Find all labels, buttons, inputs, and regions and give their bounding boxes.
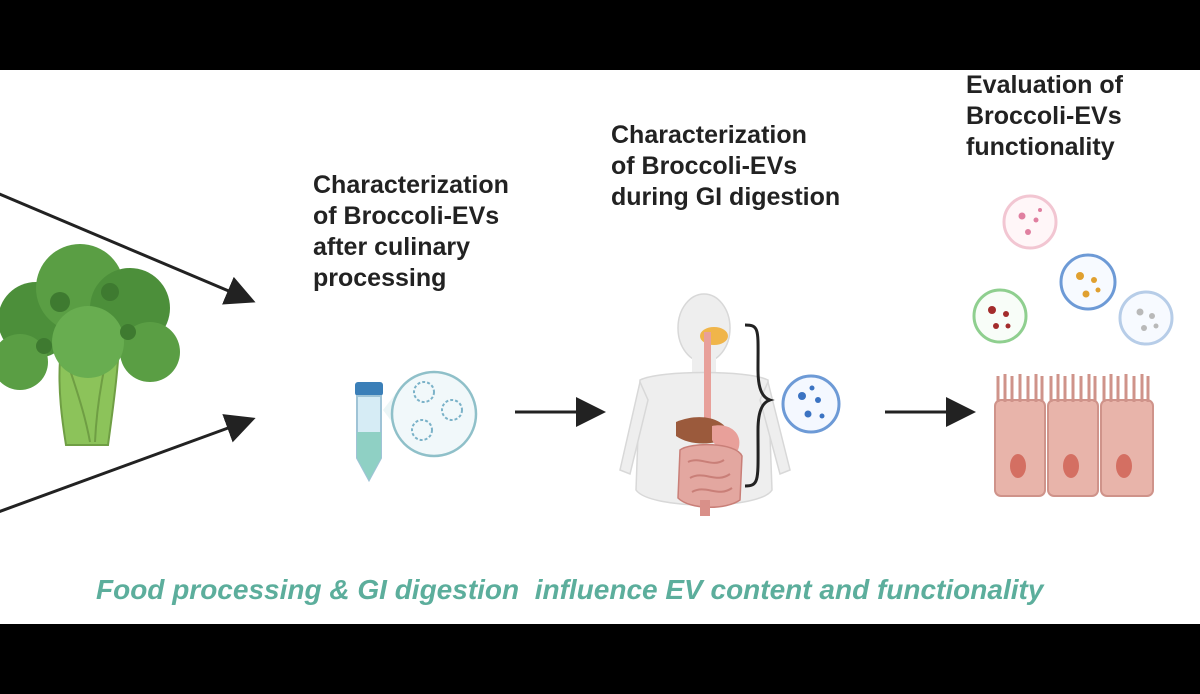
arrow-bottom-left (0, 414, 256, 513)
broccoli-icon (0, 244, 180, 446)
summary-caption: Food processing & GI digestion influence… (96, 574, 1044, 605)
step-label-culinary-processing: Characterization of Broccoli-EVs after c… (313, 171, 509, 292)
illustration-layer (0, 192, 1174, 516)
step-label-gi-digestion: Characterization of Broccoli-EVs during … (611, 121, 841, 211)
step-label-functionality: Evaluation of Broccoli-EVs functionality (966, 71, 1123, 161)
graphical-abstract-panel: Characterization of Broccoli-EVs after c… (0, 70, 1200, 624)
arrow-top-left (0, 192, 256, 305)
digestion-bracket (744, 323, 775, 488)
epithelial-cells-icon (994, 374, 1154, 497)
ev-magnifier-icon (383, 370, 478, 458)
test-tube-icon (355, 382, 383, 483)
ev-vesicle-icon (781, 374, 841, 434)
digestive-system-icon (676, 327, 743, 516)
ev-cluster-icon (972, 194, 1174, 346)
